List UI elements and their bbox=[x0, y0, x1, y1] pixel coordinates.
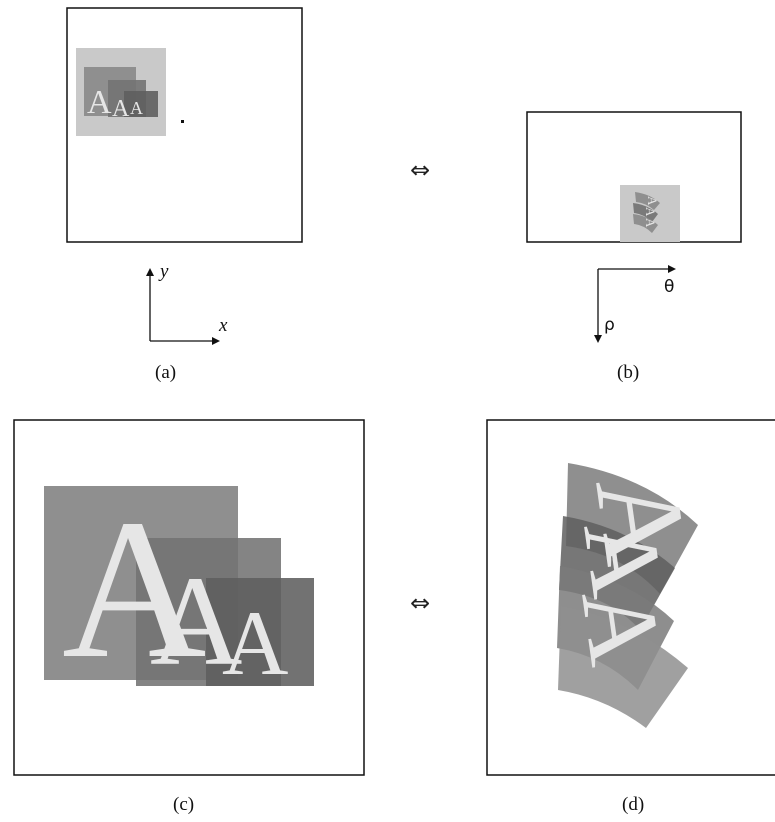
panel-c-square-small bbox=[206, 578, 314, 686]
panel-c-glyph-1: A bbox=[62, 479, 206, 700]
panel-a-glyph-3: A bbox=[130, 98, 143, 118]
panel-b-glyph-2: A bbox=[643, 207, 658, 217]
caption-b: (b) bbox=[617, 362, 639, 383]
rho-axis-label: ρ bbox=[604, 315, 615, 335]
panel-b-sector-2 bbox=[633, 203, 658, 222]
panel-d-glyph-3: A bbox=[559, 581, 683, 671]
equivalence-symbol-bottom: ⇔ bbox=[410, 589, 430, 617]
panel-d-glyph-2: A bbox=[561, 513, 685, 603]
panel-a-center-dot bbox=[181, 120, 184, 123]
panel-a-glyph-2: A bbox=[112, 96, 130, 122]
panel-d-sector-4 bbox=[558, 606, 688, 728]
panel-d-glyph-1: A bbox=[570, 467, 714, 571]
panel-a-glyph-1: A bbox=[87, 84, 112, 121]
theta-axis-label: θ bbox=[664, 277, 674, 297]
panel-c: A A A bbox=[13, 419, 365, 776]
caption-d: (d) bbox=[622, 794, 644, 815]
panel-b-sector-3 bbox=[633, 214, 658, 233]
panel-b: A A A bbox=[526, 111, 742, 243]
panel-b-sector-1 bbox=[635, 192, 660, 210]
panel-c-glyph-2: A bbox=[150, 550, 242, 692]
caption-a: (a) bbox=[155, 362, 176, 383]
panel-b-glyph-1: A bbox=[645, 196, 660, 206]
panel-a: A A A bbox=[66, 7, 303, 243]
equivalence-symbol-top: ⇔ bbox=[410, 156, 430, 184]
polar-axes: θ ρ bbox=[594, 265, 676, 343]
x-axis-label: x bbox=[218, 315, 228, 336]
cartesian-axes: y x bbox=[146, 261, 228, 345]
panel-c-glyph-3: A bbox=[222, 592, 288, 694]
panel-d: A A A bbox=[486, 419, 775, 776]
panel-a-square-small bbox=[124, 91, 158, 117]
panel-b-glyph-3: A bbox=[643, 218, 658, 228]
caption-c: (c) bbox=[173, 794, 194, 815]
y-axis-label: y bbox=[158, 261, 169, 282]
